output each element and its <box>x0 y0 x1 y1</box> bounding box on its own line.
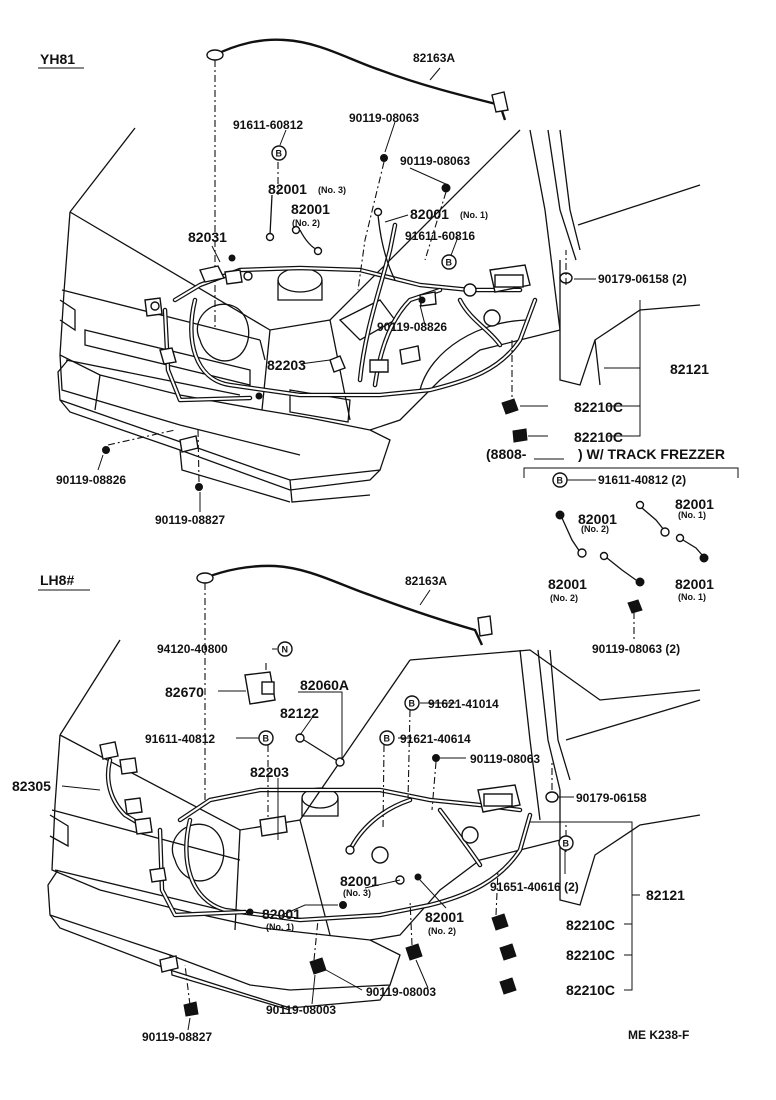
part-82001-no1-suffix: (No. 1) <box>266 922 294 932</box>
part-82305: 82305 <box>12 778 51 794</box>
track-freezer-option: (8808- ) W/ TRACK FREZZER B 91611-40812 … <box>486 446 739 656</box>
part-82163A: 82163A <box>413 51 455 65</box>
part-82001-no2-suffix: (No. 2) <box>292 218 320 228</box>
lower-vehicle-body <box>47 639 701 1011</box>
part-90179-06158: 90179-06158 (2) <box>598 272 687 286</box>
figure-code: ME K238-F <box>628 1028 689 1042</box>
upper-labels: 82163A 91611-60812 90119-08063 90119-080… <box>56 51 709 527</box>
part-90179-06158: 90179-06158 <box>576 791 647 805</box>
part-91611-60816: 91611-60816 <box>405 229 475 243</box>
part-91621-40614: 91621-40614 <box>400 732 471 746</box>
option-title-left: (8808- <box>486 446 527 462</box>
part-82001-no3: 82001 <box>268 181 307 197</box>
nut-marker: N <box>282 645 289 655</box>
part-82001-no3-suffix: (No. 3) <box>343 888 371 898</box>
upper-main-harness-82121 <box>162 222 538 403</box>
part-82001-no3: 82001 <box>340 873 379 889</box>
part-82001-no1-suffix: (No. 1) <box>678 510 706 520</box>
part-82121: 82121 <box>646 887 685 903</box>
upper-reference-lines <box>107 161 567 483</box>
part-82670: 82670 <box>165 684 204 700</box>
upper-markers: B B <box>271 145 457 270</box>
part-91611-40812: 91611-40812 <box>145 732 215 746</box>
option-title-right: ) W/ TRACK FREZZER <box>578 446 725 462</box>
lower-labels: 82163A 94120-40800 82670 82060A 82122 91… <box>12 574 685 1044</box>
part-90119-08003: 90119-08003 <box>366 985 436 999</box>
part-90119-08063: 90119-08063 <box>349 111 419 125</box>
upper-model-label: YH81 <box>40 51 75 67</box>
part-82001-no1: 82001 <box>675 496 714 512</box>
part-90119-08003: 90119-08003 <box>266 1003 336 1017</box>
part-91611-60812: 91611-60812 <box>233 118 303 132</box>
part-82001-no2: 82001 <box>425 909 464 925</box>
part-90119-08826: 90119-08826 <box>56 473 126 487</box>
part-90119-08063: 90119-08063 (2) <box>592 642 680 656</box>
bolt-marker: B <box>557 476 564 486</box>
part-82210C: 82210C <box>574 399 623 415</box>
part-82210C: 82210C <box>574 429 623 445</box>
part-82001-no1: 82001 <box>262 906 301 922</box>
bolt-marker: B <box>276 149 283 159</box>
upper-components <box>102 154 573 491</box>
part-82001-no1: 82001 <box>410 206 449 222</box>
lower-leader-lines <box>61 589 640 1031</box>
upper-hood-wire-82163A <box>206 38 509 330</box>
lower-components <box>99 671 559 1017</box>
part-91611-40812: 91611-40812 (2) <box>598 473 686 487</box>
part-82163A: 82163A <box>405 574 447 588</box>
part-94120-40800: 94120-40800 <box>157 642 228 656</box>
lower-section: LH8# <box>12 564 701 1044</box>
part-90119-08063: 90119-08063 <box>470 752 540 766</box>
part-82001-no2: 82001 <box>578 511 617 527</box>
part-82001-no1-suffix: (No. 1) <box>678 592 706 602</box>
lower-hood-wire-82163A <box>196 564 493 800</box>
part-82121: 82121 <box>670 361 709 377</box>
part-82001-no3-suffix: (No. 3) <box>318 185 346 195</box>
part-82001-no2-suffix: (No. 2) <box>581 524 609 534</box>
upper-leader-lines <box>97 67 641 512</box>
part-90119-08063: 90119-08063 <box>400 154 470 168</box>
part-90119-08827: 90119-08827 <box>142 1030 212 1044</box>
part-90119-08827: 90119-08827 <box>155 513 225 527</box>
part-82001-no2-suffix: (No. 2) <box>550 593 578 603</box>
part-82060A: 82060A <box>300 677 349 693</box>
bolt-marker: B <box>446 258 453 268</box>
part-82210C: 82210C <box>566 917 615 933</box>
part-91651-40616: 91651-40616 (2) <box>490 880 579 894</box>
part-82001-no2-suffix: (No. 2) <box>428 926 456 936</box>
bolt-marker: B <box>563 839 570 849</box>
bolt-marker: B <box>384 734 391 744</box>
part-82001-no1: 82001 <box>675 576 714 592</box>
part-82203: 82203 <box>267 357 306 373</box>
part-82001-no2: 82001 <box>291 201 330 217</box>
part-82122: 82122 <box>280 705 319 721</box>
part-82031: 82031 <box>188 229 227 245</box>
lower-model-label: LH8# <box>40 572 74 588</box>
lower-markers: N B B B B <box>258 641 574 851</box>
part-90119-08826: 90119-08826 <box>377 320 447 334</box>
part-82203: 82203 <box>250 764 289 780</box>
part-82210C: 82210C <box>566 982 615 998</box>
part-91621-41014: 91621-41014 <box>428 697 499 711</box>
part-82001-no2: 82001 <box>548 576 587 592</box>
part-82210C: 82210C <box>566 947 615 963</box>
lower-main-harness-82121 <box>105 757 533 923</box>
upper-section: YH81 <box>38 38 739 656</box>
bolt-marker: B <box>409 699 416 709</box>
bolt-marker: B <box>263 734 270 744</box>
part-82001-no1-suffix: (No. 1) <box>460 210 488 220</box>
